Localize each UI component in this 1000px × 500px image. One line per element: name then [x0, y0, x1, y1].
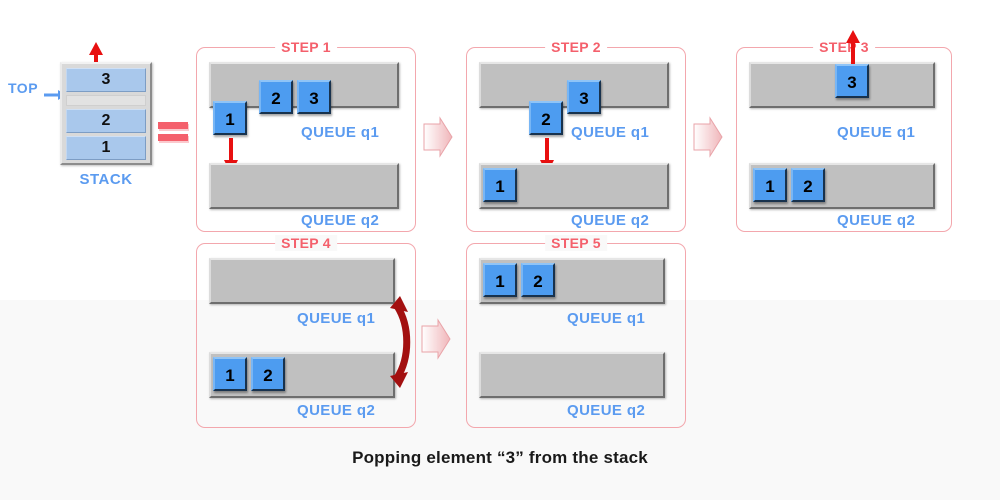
- panel-title-step-3: STEP 3: [813, 39, 875, 55]
- panel-title-step-5: STEP 5: [545, 235, 607, 251]
- step2-label-q1: QUEUE q1: [571, 124, 650, 141]
- step3-label-q1: QUEUE q1: [837, 124, 916, 141]
- stack-top-label: TOP: [8, 80, 39, 96]
- equals-symbol: [158, 122, 188, 146]
- step2-q1-tile-3: 3: [567, 80, 601, 114]
- diagram-caption: Popping element “3” from the stack: [352, 448, 648, 467]
- stack-cell-bottom: 1: [66, 136, 146, 160]
- background-band: [0, 300, 1000, 500]
- step1-queue-q2-bar: [209, 163, 399, 209]
- panel-step-5: STEP 5 1 2 QUEUE q1 QUEUE q2: [466, 235, 686, 428]
- step5-label-q2: QUEUE q2: [567, 402, 646, 419]
- step3-pop-out-arrow-icon: [845, 30, 861, 69]
- separator-chevron-right-icon-1: [422, 116, 454, 163]
- step3-label-q2: QUEUE q2: [837, 212, 916, 229]
- step1-label-q1: QUEUE q1: [301, 124, 380, 141]
- step3-q2-tile-1: 1: [753, 168, 787, 202]
- step4-queue-q1-bar: [209, 258, 395, 304]
- step2-label-q2: QUEUE q2: [571, 212, 650, 229]
- step4-label-q2: QUEUE q2: [297, 402, 376, 419]
- step3-q2-tile-2: 2: [791, 168, 825, 202]
- separator-chevron-right-icon-3: [420, 318, 452, 365]
- step5-q1-tile-2: 2: [521, 263, 555, 297]
- step1-q1-tile-3: 3: [297, 80, 331, 114]
- step4-q2-tile-1: 1: [213, 357, 247, 391]
- stack-cell-spacer: [66, 95, 146, 106]
- stack-caption: STACK: [79, 171, 133, 188]
- stack-widget: 3 2 1 STACK: [60, 62, 152, 188]
- separator-chevron-right-icon-2: [692, 116, 724, 163]
- step1-q1-tile-2: 2: [259, 80, 293, 114]
- step1-label-q2: QUEUE q2: [301, 212, 380, 229]
- panel-title-step-2: STEP 2: [545, 39, 607, 55]
- stack-cell-middle: 2: [66, 109, 146, 133]
- panel-step-1: STEP 1 2 3 1 QUEUE q1 QUEUE q2: [196, 39, 416, 232]
- step3-dequeued-tile-3: 3: [835, 64, 869, 98]
- stack-pop-arrow-icon: [88, 42, 104, 81]
- step5-label-q1: QUEUE q1: [567, 310, 646, 327]
- panel-step-2: STEP 2 3 2 QUEUE q1 1 QUEUE q2: [466, 39, 686, 232]
- step2-dequeued-tile-2: 2: [529, 101, 563, 135]
- step3-queue-q1-bar: [749, 62, 935, 108]
- step1-dequeued-tile-1: 1: [213, 101, 247, 135]
- step4-q2-tile-2: 2: [251, 357, 285, 391]
- step2-q2-tile-1: 1: [483, 168, 517, 202]
- panel-step-3: STEP 3 3 QUEUE q1 1 2 QUEUE q2: [736, 39, 952, 232]
- step4-swap-double-arrow-icon: [386, 296, 416, 393]
- panel-title-step-4: STEP 4: [275, 235, 337, 251]
- step5-queue-q2-bar: [479, 352, 665, 398]
- stack-cell-top: 3: [66, 68, 146, 92]
- panel-title-step-1: STEP 1: [275, 39, 337, 55]
- step5-q1-tile-1: 1: [483, 263, 517, 297]
- stack-container: 3 2 1: [60, 62, 152, 165]
- step4-label-q1: QUEUE q1: [297, 310, 376, 327]
- panel-step-4: STEP 4 QUEUE q1 1 2 QUEUE q2: [196, 235, 416, 428]
